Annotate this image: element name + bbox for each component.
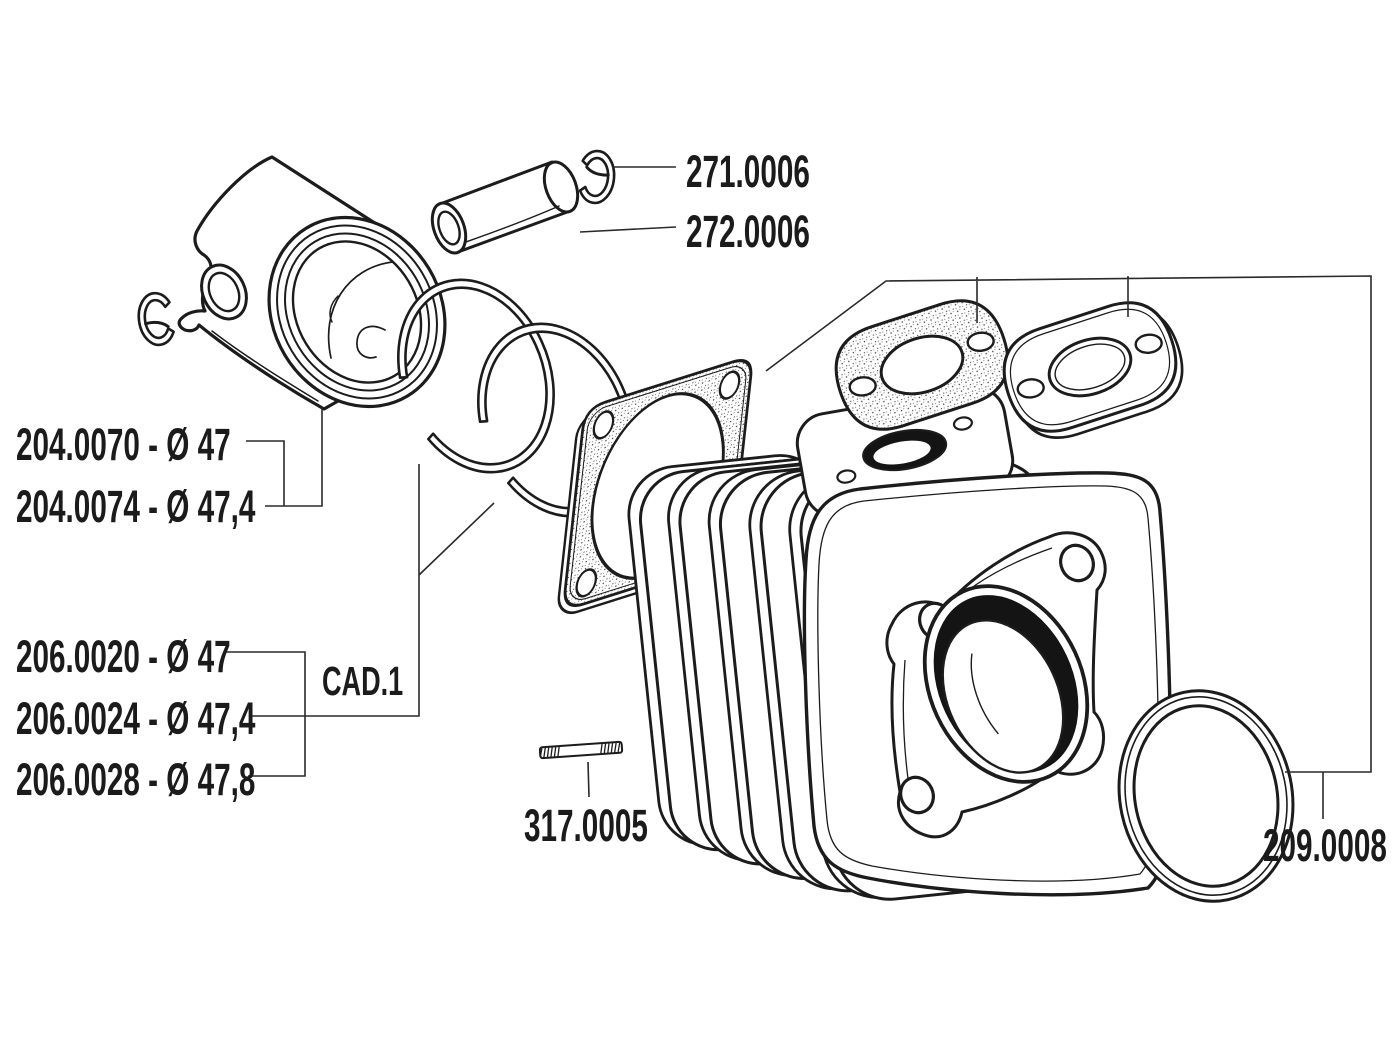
piston-crown-face-rim [291,240,423,384]
base-gasket-bolt-hole [575,568,598,598]
label-rings-d478: 206.0028 - Ø 47,8 [16,754,256,805]
piston-ring-1 [397,278,555,474]
label-rings-d474: 206.0024 - Ø 47,4 [16,693,256,744]
port-gasket-alloy-inner-line [1009,308,1171,426]
port-gasket-center-hole [1047,336,1133,398]
base-gasket-bolt-hole [718,370,741,400]
bore-reflection-line [970,653,999,735]
piston-pin-hole-inner [207,271,241,313]
cylinder [627,385,1173,901]
pin-highlight [462,205,560,244]
label-gasket-set: 209.0008 [1263,820,1387,871]
cylinder-front-face-inner-line [817,485,1160,882]
pin-end-cap [542,160,580,214]
piston-crown-swirl-2 [356,325,386,359]
piston [177,155,447,411]
label-stud: 317.0005 [524,800,648,851]
port-gasket-alloy [1002,301,1184,439]
port-gasket-bolt-hole [1134,333,1163,354]
circlip-left-hook [144,320,170,329]
piston-crown-swirl-3 [329,295,339,323]
port-gasket-center-hole-inner [1054,343,1126,391]
base-gasket-bolt-hole [592,410,615,440]
circlip-top-hook [585,165,610,177]
piston-ring-groove-2 [284,232,430,392]
leader-lines [224,166,1372,819]
label-pin-clip: 271.0006 [686,146,810,197]
piston-pin [430,160,580,255]
boss-bolt-hole [836,469,857,484]
circlip-top [578,149,616,205]
port-gasket-bolt-hole [1016,378,1045,399]
bore-port-notch [954,710,979,741]
leader-gasket-set [765,275,1372,819]
cylinder-bore [922,584,1090,784]
label-cad-note: CAD.1 [322,658,404,704]
circlip-left [137,291,175,347]
stud-thread-left [539,745,560,759]
piston-pin-hole-outer [200,263,248,321]
label-piston-d474: 204.0074 - Ø 47,4 [16,481,256,532]
stud-thread-right [600,742,621,755]
label-piston-d47: 204.0070 - Ø 47 [16,419,231,470]
leader-pin [579,226,677,233]
port-gasket-bolt-hole [848,376,877,397]
head-o-ring [1117,689,1295,903]
label-piston-pin: 272.0006 [686,206,810,257]
port-opening-inner [873,440,931,465]
leader-rings-group [224,464,495,777]
boss-bolt-hole [952,416,973,431]
spigot-bolt-hole [1059,543,1095,583]
spigot-bolt-hole [899,775,935,815]
piston-ring-groove-1 [276,224,438,400]
port-gasket-bolt-hole [966,331,995,352]
stud [538,740,624,760]
label-rings-d47: 206.0020 - Ø 47 [16,631,231,682]
port-gasket-fiber-face [834,299,1010,431]
piston-crown-swirl-1 [327,261,393,359]
leader-piston-group [246,407,323,507]
pin-bore [437,210,461,246]
port-gasket-fiber [834,299,1010,431]
leader-stud [587,761,590,798]
piston-skirt-inner-line [211,330,319,402]
